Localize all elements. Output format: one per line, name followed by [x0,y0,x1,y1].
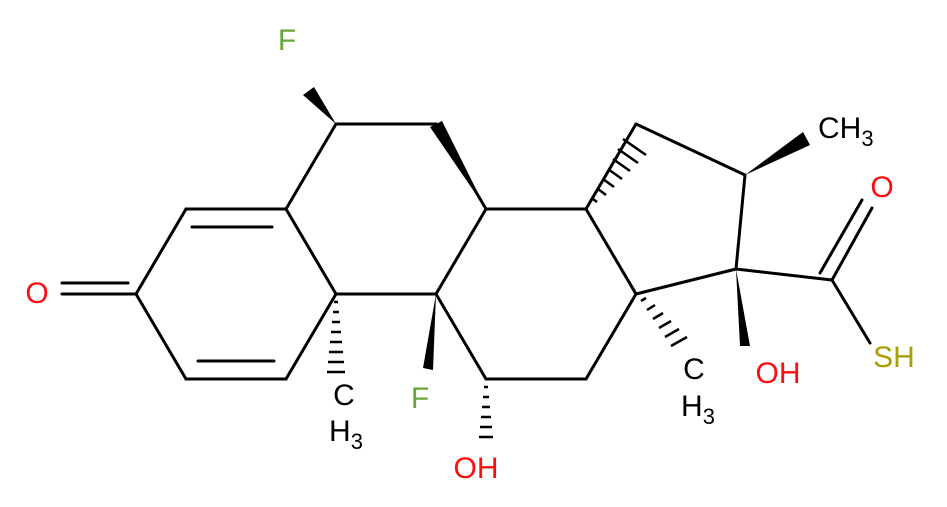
bond [284,292,338,381]
hydroxyl-17-label: OH [756,357,801,390]
hash-line [617,147,639,165]
bond [734,267,834,282]
bond-layer [60,122,874,381]
hash-layer [327,137,688,439]
bond [830,206,874,282]
hash-line [612,157,631,173]
hash-line [602,177,615,189]
bond [734,173,747,271]
bond [818,198,864,275]
bond [584,207,638,296]
wedge-bond [736,269,750,346]
wedge-layer [303,87,810,370]
fluorine-6-label: F [278,24,296,57]
wedge-bond [423,294,436,370]
bond [634,267,738,296]
bond [134,292,188,381]
hash-line [646,303,656,312]
methyl-10-carbon-label: C [333,379,355,412]
hash-line [652,311,664,321]
methyl-13-carbon-label: C [683,353,705,386]
acid-oxygen-label: O [870,171,893,204]
hash-line [607,167,623,181]
atom-labels: F F O O OH OH SH CH3 C H3 C H3 [25,24,915,485]
wedge-bond [303,87,336,124]
bond [434,207,488,296]
bond [584,292,638,381]
hash-line [597,188,607,196]
wedge-bond [430,121,486,209]
hash-line [658,319,672,330]
bond [134,207,188,296]
bond [634,122,747,177]
wedge-bond [745,132,810,175]
bond [434,292,488,381]
hash-line [664,327,680,339]
methyl-10-hydrogen-label: H3 [329,415,363,454]
bond [584,122,638,211]
hash-line [670,335,688,348]
methyl-13-hydrogen-label: H3 [681,390,715,429]
fluorine-9-label: F [411,382,429,415]
hash-line [640,296,647,303]
hash-line [622,137,647,157]
hash-line [592,198,598,203]
bond [830,278,872,345]
bond [284,207,338,296]
hydroxyl-11-label: OH [454,452,499,485]
methyl-16-label: CH3 [818,112,874,151]
ketone-oxygen-label: O [25,277,48,310]
thiol-label: SH [873,341,915,374]
bond [284,122,338,211]
